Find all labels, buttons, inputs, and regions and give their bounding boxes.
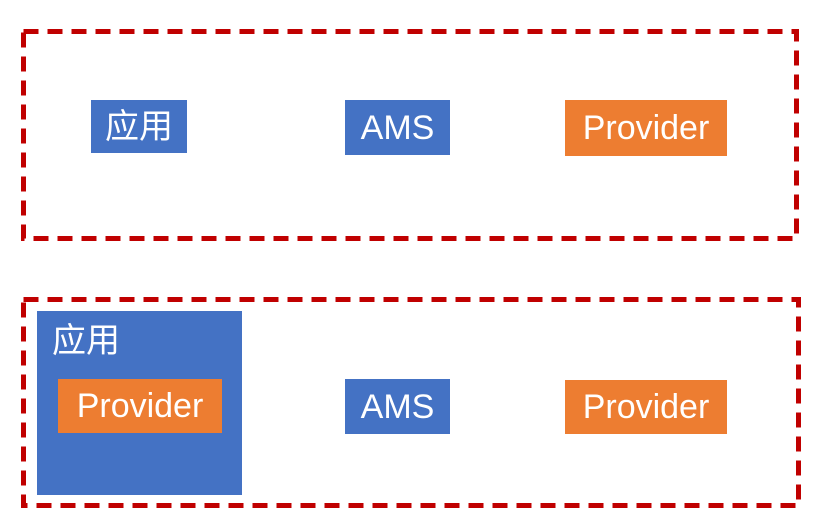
inner-provider-box: Provider	[58, 379, 222, 433]
dashed-border-icon	[21, 297, 801, 508]
provider-box-top-label: Provider	[582, 109, 710, 147]
ams-box-bottom: AMS	[345, 379, 450, 434]
app-container-label: 应用	[52, 322, 120, 360]
app-box-top-label: 应用	[105, 107, 173, 146]
app-box-top: 应用	[91, 100, 187, 153]
ams-box-bottom-label: AMS	[360, 387, 435, 426]
provider-box-top: Provider	[565, 100, 727, 156]
provider-box-bottom: Provider	[565, 380, 727, 434]
bottom-dashed-group: 应用 Provider AMS Provider	[21, 297, 801, 508]
provider-box-bottom-label: Provider	[582, 388, 710, 426]
top-dashed-group: 应用 AMS Provider	[21, 29, 799, 241]
app-container-box: 应用 Provider	[37, 311, 242, 495]
dashed-border-icon	[21, 29, 799, 241]
inner-provider-label: Provider	[76, 387, 204, 425]
ams-box-top-label: AMS	[360, 108, 435, 147]
ams-box-top: AMS	[345, 100, 450, 155]
